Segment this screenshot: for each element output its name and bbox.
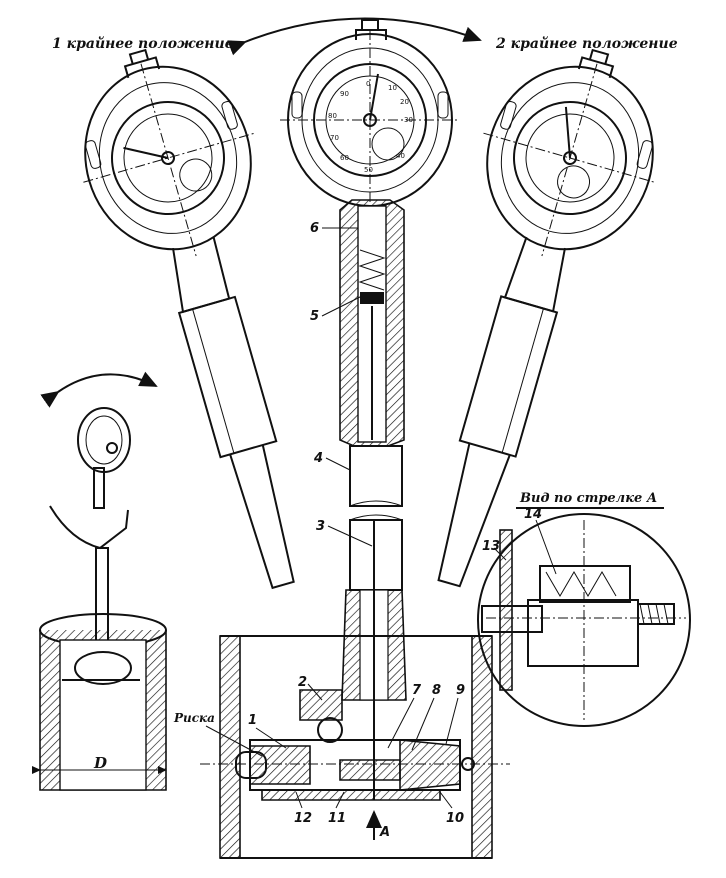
usage-sketch: D [32,371,167,791]
part-number-4: 4 [313,451,323,466]
right-gauge [437,48,657,588]
view-a-label: Вид по стрелке А [519,491,657,506]
arrow-a-label: A [379,825,390,840]
swing-arrow [227,17,482,56]
center-gauge: 0 10 20 30 40 50 60 70 80 90 [280,19,460,720]
right-position-label: 2 крайнее положение [495,35,678,52]
dial-tick-40: 40 [396,152,405,160]
part-number-7: 7 [412,683,422,698]
part-number-9: 9 [456,683,465,698]
part-number-1: 1 [248,713,257,728]
part-number-14: 14 [524,507,542,522]
dial-tick-30: 30 [404,116,413,124]
part-number-12: 12 [294,811,312,826]
dial-tick-20: 20 [400,98,409,106]
view-a-detail: Вид по стрелке А [477,491,691,727]
dial-tick-60: 60 [340,154,349,162]
part-number-6: 6 [310,221,319,236]
part-number-8: 8 [432,683,441,698]
dial-tick-10: 10 [388,84,397,92]
dial-tick-0: 0 [366,80,370,88]
part-number-2: 2 [298,675,307,690]
part-number-5: 5 [310,309,319,324]
dial-tick-70: 70 [330,134,339,142]
measuring-head: A [200,635,510,859]
callouts: Риска 6 5 4 3 2 1 7 8 9 10 11 12 13 14 [173,221,557,826]
dial-tick-80: 80 [328,112,337,120]
left-gauge [83,48,295,590]
risk-label: Риска [173,711,215,725]
dial-tick-50: 50 [364,166,373,174]
part-number-3: 3 [316,519,325,534]
dial-tick-90: 90 [340,90,349,98]
part-number-11: 11 [328,811,346,826]
part-number-10: 10 [446,811,464,826]
diameter-label: D [93,754,107,772]
left-position-label: 1 крайнее положение [52,35,234,52]
